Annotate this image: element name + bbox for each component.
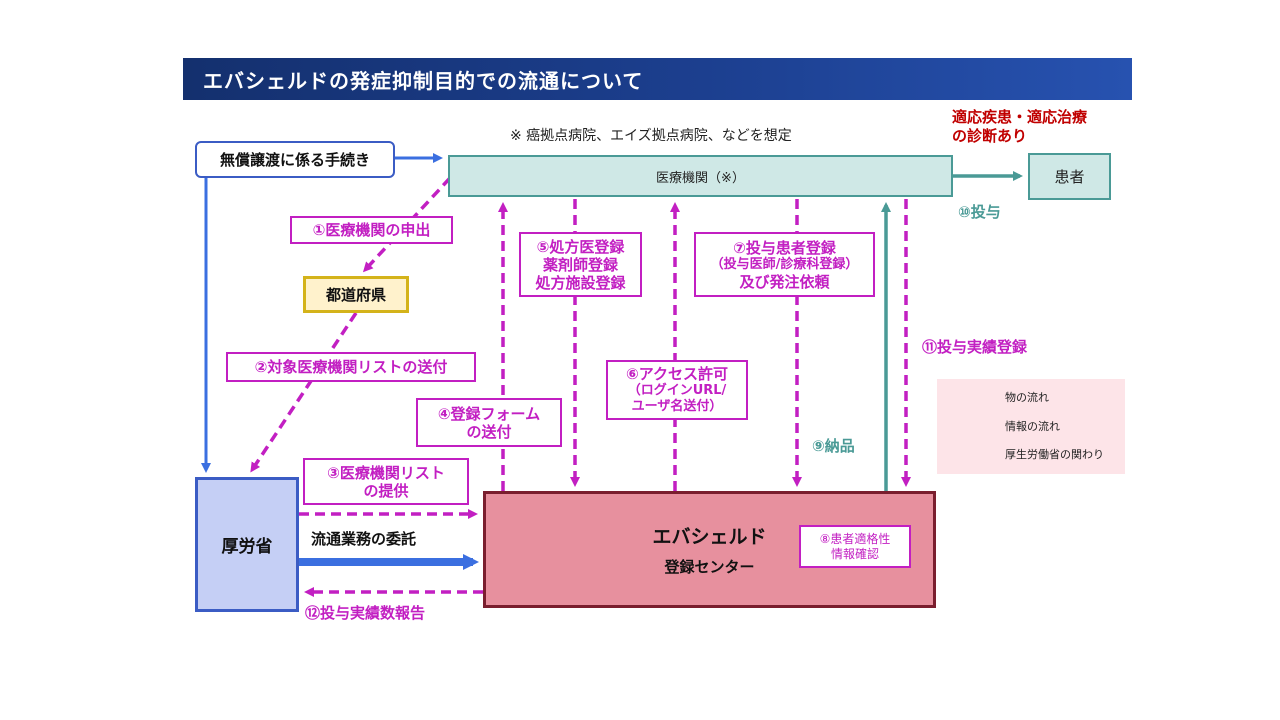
step7-line1: ⑦投与患者登録 <box>733 238 836 257</box>
patient-box: 患者 <box>1028 153 1111 200</box>
note-diagnosis-line1: 適応疾患・適応治療 <box>952 108 1088 126</box>
legend: 物の流れ 情報の流れ 厚生労働省の関わり <box>937 379 1125 474</box>
arrow-step2 <box>250 312 358 473</box>
eligibility-line2: 情報確認 <box>830 546 879 561</box>
step7-line3: 及び発注依頼 <box>739 272 830 291</box>
step3-line1: ③医療機関リスト <box>327 463 445 482</box>
procedure-box: 無償譲渡に係る手続き <box>195 141 395 178</box>
note-assumption: ※ 癌拠点病院、エイズ拠点病院、などを想定 <box>510 128 792 144</box>
step6-label: ⑥アクセス許可（ログインURL/ユーザ名送付） <box>606 360 748 420</box>
title-bar: エバシェルドの発症抑制目的での流通について <box>183 58 1132 100</box>
step3-line2: の提供 <box>363 481 409 500</box>
step12-label: ⑫投与実績数報告 <box>305 604 426 622</box>
eligibility-line1: ⑧患者適格性 <box>819 531 891 546</box>
medical-institution-box: 医療機関（※） <box>448 155 953 197</box>
step5-line1: ⑤処方医登録 <box>536 237 625 256</box>
page-title: エバシェルドの発症抑制目的での流通について <box>203 69 644 93</box>
center-subtitle: 登録センター <box>664 558 755 576</box>
step6-line1: ⑥アクセス許可 <box>626 365 728 383</box>
note-diagnosis: 適応疾患・適応治療 の診断あり <box>952 108 1087 146</box>
step9-label: ⑨納品 <box>812 437 855 455</box>
step7-label: ⑦投与患者登録（投与医師/診療科登録）及び発注依頼 <box>694 232 875 297</box>
step4-label: ④登録フォームの送付 <box>416 398 562 447</box>
step4-line1: ④登録フォーム <box>437 404 541 423</box>
prefecture-box: 都道府県 <box>303 276 409 313</box>
eligibility-check-box: ⑧患者適格性 情報確認 <box>799 525 911 568</box>
step5-line3: 処方施設登録 <box>535 273 626 292</box>
step4-line2: の送付 <box>466 422 512 441</box>
step5-label: ⑤処方医登録薬剤師登録処方施設登録 <box>519 232 642 297</box>
center-name: エバシェルド <box>652 526 767 548</box>
mhlw-box: 厚労省 <box>195 477 299 612</box>
legend-goods: 物の流れ <box>1005 391 1049 404</box>
step10-label: ⑩投与 <box>958 203 1001 221</box>
step1-label: ①医療機関の申出 <box>290 216 453 244</box>
step6-line2: （ログインURL/ <box>627 383 727 398</box>
step6-line3: ユーザ名送付） <box>631 399 723 414</box>
step3-label: ③医療機関リストの提供 <box>303 458 469 505</box>
arrow-step1 <box>362 176 452 273</box>
step7-line2: （投与医師/診療科登録） <box>710 256 859 272</box>
step11-label: ⑪投与実績登録 <box>922 338 1028 356</box>
legend-mhlw: 厚生労働省の関わり <box>1005 448 1104 461</box>
step2-label: ②対象医療機関リストの送付 <box>226 352 476 382</box>
note-diagnosis-line2: の診断あり <box>952 127 1028 145</box>
legend-info: 情報の流れ <box>1005 420 1060 433</box>
outsource-label: 流通業務の委託 <box>311 530 417 548</box>
step5-line2: 薬剤師登録 <box>542 255 618 274</box>
